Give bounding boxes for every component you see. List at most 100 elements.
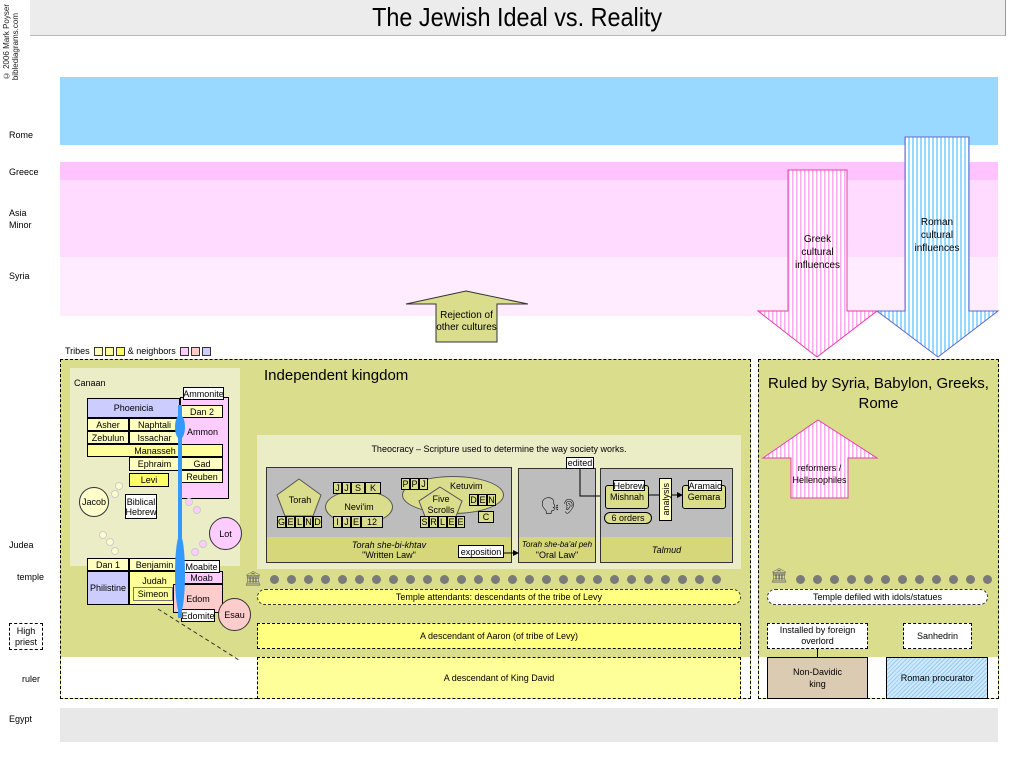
written-law-english: "Written Law" — [362, 550, 416, 560]
aramaic-label: Aramaic — [688, 480, 722, 491]
book-box: S — [351, 482, 365, 494]
book-box: N — [304, 516, 313, 528]
roman-procurator: Roman procurator — [886, 657, 988, 699]
egypt-band — [60, 708, 998, 742]
temple-dot — [695, 575, 704, 584]
ketuvim-top-books: P P J — [401, 478, 428, 490]
neviim-top-books: J J S K — [333, 482, 381, 494]
greek-label: Greek cultural influences — [794, 233, 841, 271]
tribe-levi: Levi — [129, 473, 169, 487]
book-box: E — [286, 516, 295, 528]
legend-swatch — [116, 347, 126, 357]
philistine: Philistine — [87, 571, 129, 605]
temple-dots — [796, 575, 996, 585]
reformers-label: reformers / Hellenophiles — [792, 463, 847, 485]
temple-attendants: Temple attendants: descendants of the tr… — [257, 589, 741, 605]
greek-arrow — [756, 169, 879, 358]
connector-line — [817, 649, 818, 657]
ammon-label: Ammon — [187, 427, 219, 437]
theocracy-label: Theocracy – Scripture used to determine … — [371, 444, 627, 454]
esau-circle: Esau — [218, 598, 251, 631]
row-label-greece: Greece — [9, 167, 39, 177]
book-box: J — [419, 478, 428, 490]
oral-law-english: "Oral Law" — [535, 550, 579, 560]
book-box: S — [420, 516, 429, 528]
legend-swatch — [105, 347, 115, 357]
ammonite-label: Ammonite — [183, 387, 224, 400]
talmud-arrows — [649, 492, 683, 498]
temple-dot — [830, 575, 839, 584]
book-box: E — [447, 516, 456, 528]
temple-dot — [610, 575, 619, 584]
temple-defiled: Temple defiled with idols/statues — [767, 589, 988, 605]
temple-icon: 🏛︎ — [244, 570, 262, 586]
book-box: I — [333, 516, 342, 528]
book-box: J — [342, 516, 351, 528]
book-box: K — [365, 482, 381, 494]
exposition-label: exposition — [458, 545, 504, 558]
five-scrolls-books: S R L E E — [420, 516, 465, 528]
reality-heading: Ruled by Syria, Babylon, Greeks, Rome — [768, 375, 989, 412]
oral-law-hebrew: Torah she-ba'al peh — [521, 540, 593, 549]
book-box: E — [478, 494, 487, 506]
non-davidic-king: Non-Davidic king — [767, 657, 868, 699]
lineage-dot — [185, 498, 193, 506]
jacob-circle: Jacob — [79, 487, 109, 517]
temple-dot — [966, 575, 975, 584]
tribe-manasseh: Manasseh — [87, 444, 223, 457]
dead-sea — [175, 535, 185, 613]
talmud-label: Talmud — [651, 545, 682, 555]
canaan-label: Canaan — [74, 378, 106, 388]
neviim-bottom-books: I J E 12 — [333, 516, 383, 528]
sea-of-galilee — [175, 415, 185, 439]
five-scrolls-label: Five Scrolls — [427, 494, 455, 515]
ideal-heading: Independent kingdom — [264, 367, 409, 384]
temple-dot — [915, 575, 924, 584]
roman-arrow — [875, 136, 1000, 358]
jordan-river — [178, 405, 182, 618]
temple-dot — [712, 575, 721, 584]
torah-books: G E L N D — [277, 516, 322, 528]
row-label-rome: Rome — [9, 130, 34, 140]
legend: Tribes & neighbors — [65, 346, 212, 357]
lineage-dot — [99, 531, 107, 539]
temple-dot — [389, 575, 398, 584]
book-box: 12 — [361, 516, 383, 528]
greece-band — [60, 162, 998, 180]
legend-swatch — [180, 347, 190, 357]
rome-band — [60, 77, 998, 145]
lot-circle: Lot — [209, 517, 242, 550]
lineage-dot — [193, 506, 201, 514]
speaking-ear-icon: 🗣︎👂︎ — [540, 498, 579, 515]
analysis-label: analysis — [659, 478, 672, 521]
row-label-asia-minor: Asia Minor — [9, 208, 32, 230]
installed-by-overlord: Installed by foreign overlord — [767, 623, 868, 649]
book-box: L — [295, 516, 304, 528]
temple-dots — [270, 575, 740, 585]
temple-dot — [983, 575, 992, 584]
temple-dot — [270, 575, 279, 584]
edited-arrow — [579, 469, 608, 497]
book-box: C — [478, 511, 494, 523]
ketuvim-label: Ketuvim — [450, 481, 483, 491]
temple-dot — [423, 575, 432, 584]
temple-dot — [491, 575, 500, 584]
lineage-dot — [111, 490, 119, 498]
row-label-temple: temple — [17, 572, 45, 582]
lineage-dot — [199, 540, 207, 548]
temple-dot — [796, 575, 805, 584]
legend-swatch — [191, 347, 201, 357]
tribe-asher: Asher — [87, 418, 129, 431]
book-box: N — [487, 494, 496, 506]
torah-label: Torah — [288, 495, 312, 505]
book-box: R — [429, 516, 438, 528]
book-box: G — [277, 516, 286, 528]
book-box: J — [333, 482, 342, 494]
book-box: E — [351, 516, 361, 528]
temple-dot — [372, 575, 381, 584]
temple-dot — [508, 575, 517, 584]
temple-dot — [304, 575, 313, 584]
lineage-dot — [106, 538, 114, 546]
book-box: P — [401, 478, 410, 490]
